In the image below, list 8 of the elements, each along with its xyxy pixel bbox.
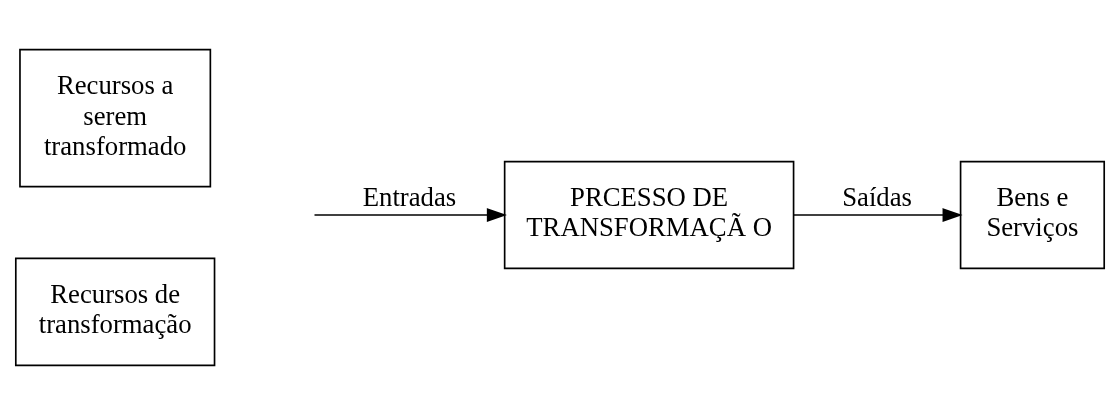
arrow bbox=[313, 207, 507, 222]
node-box: Recursos de transformação bbox=[14, 257, 216, 366]
node-box: Recursos a serem transformado bbox=[19, 48, 212, 187]
node-box: PRCESSO DE TRANSFORMAÇÃ O bbox=[503, 160, 795, 269]
node-box: Bens e Serviços bbox=[959, 160, 1106, 269]
edge-label: Entradas bbox=[362, 181, 457, 212]
arrow bbox=[793, 207, 963, 222]
edge-label: Saídas bbox=[842, 181, 912, 212]
